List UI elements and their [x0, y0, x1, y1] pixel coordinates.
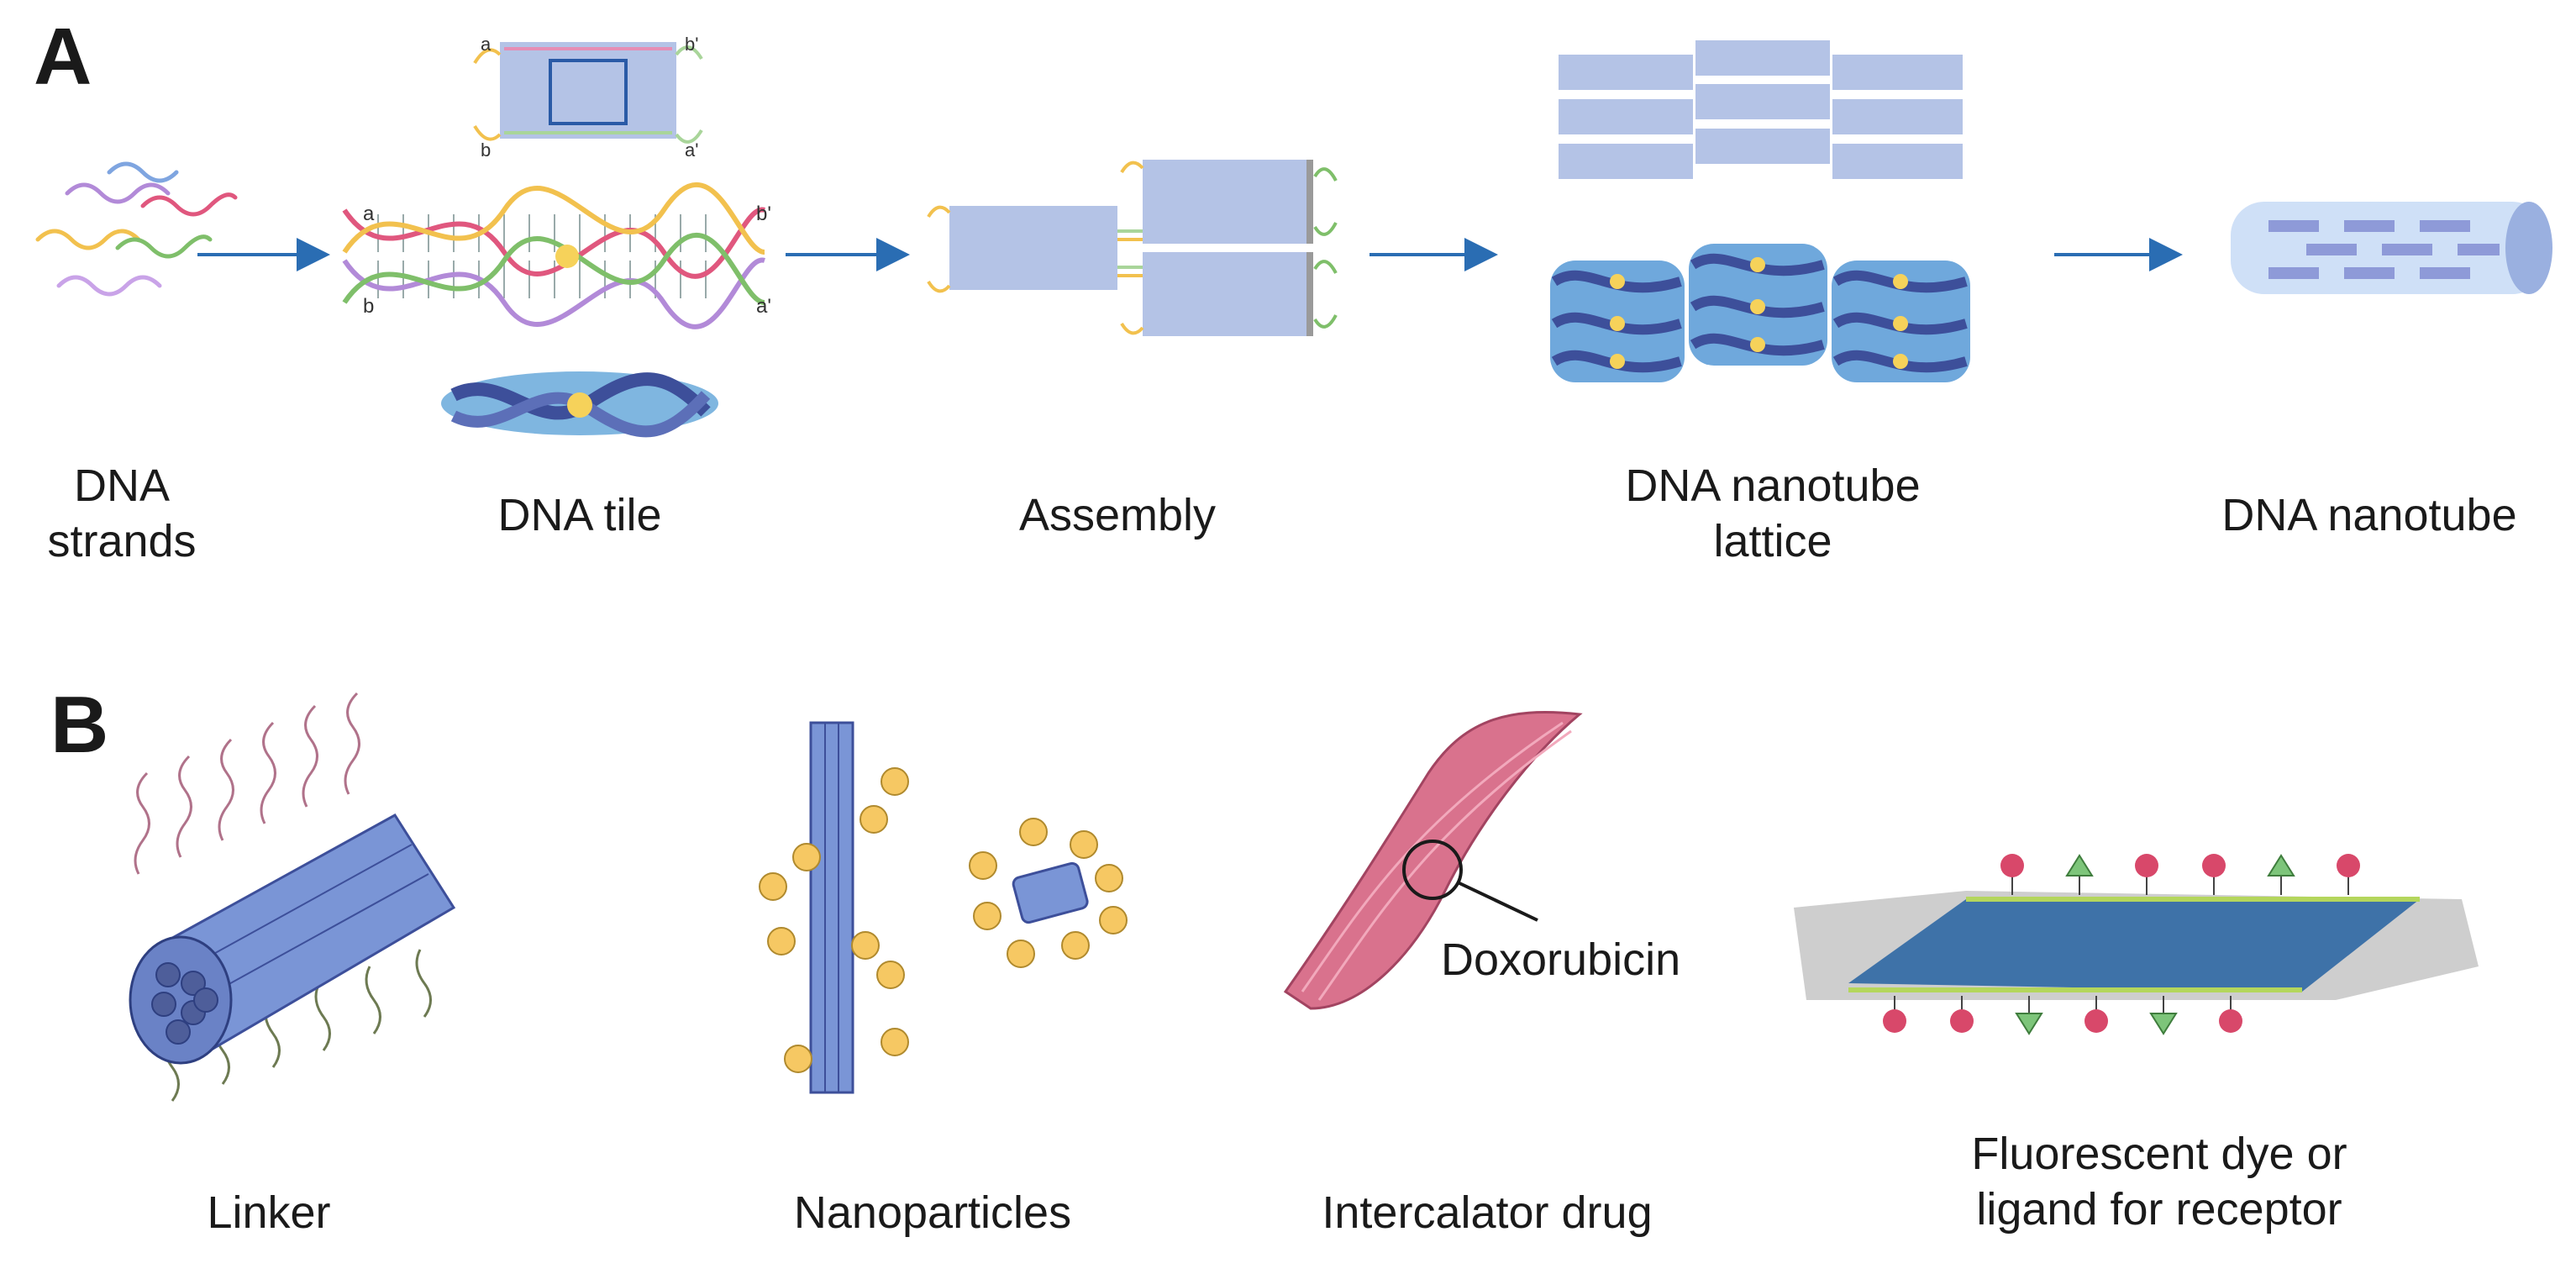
- nanoparticle-cluster: [969, 818, 1128, 968]
- item-label-linker: Linker: [143, 1185, 395, 1240]
- step-label-dna-nanotube: DNA nanotube: [2184, 487, 2554, 543]
- tile-schematic: a b' b a': [473, 34, 703, 161]
- helix-end-b-prime: b': [756, 203, 771, 225]
- strand-pink: [140, 192, 238, 217]
- tile-end-b: b: [481, 140, 491, 161]
- item-label-nanoparticles: Nanoparticles: [739, 1185, 1126, 1240]
- assembly-graphic: [927, 160, 1338, 336]
- drug-callout-circle: [1402, 840, 1463, 900]
- panel-b-letter: B: [50, 680, 109, 770]
- step-label-dna-strands: DNA strands: [17, 458, 227, 569]
- drug-callout-label: Doxorubicin: [1441, 934, 1680, 985]
- lattice-schematic: [1559, 40, 1963, 179]
- step-label-line: Assembly: [1018, 490, 1217, 540]
- item-label-line: ligand for receptor: [1976, 1184, 2342, 1235]
- strand-purple: [65, 182, 171, 204]
- step-label-line: DNA: [73, 461, 170, 511]
- helix-end-a-prime: a': [756, 295, 771, 318]
- step-label-line: lattice: [1713, 516, 1832, 566]
- helix-end-b: b: [363, 295, 374, 318]
- tile-end-a-prime: a': [685, 140, 698, 161]
- item-label-line: Nanoparticles: [793, 1187, 1072, 1238]
- tile-end-a: a: [481, 34, 492, 55]
- intercalator-drug-graphic: Doxorubicin: [1283, 711, 1680, 1010]
- dye-ligand-graphic: [1794, 854, 2479, 1035]
- step-label-dna-tile: DNA tile: [445, 487, 714, 543]
- strand-yellow: [35, 229, 141, 250]
- nanoparticles-graphic: [759, 721, 1128, 1094]
- dna-strands-graphic: [35, 161, 238, 297]
- tile-helix: a b' b a': [342, 182, 771, 329]
- step-label-line: DNA nanotube: [1625, 461, 1921, 511]
- strand-green: [115, 234, 213, 259]
- item-label-intercalator-drug: Intercalator drug: [1269, 1185, 1706, 1240]
- helix-end-a: a: [363, 203, 375, 225]
- drug-callout-line: [1457, 881, 1538, 922]
- item-label-fluorescent-dye: Fluorescent dye or ligand for receptor: [1924, 1126, 2395, 1237]
- step-label-dna-nanotube-lattice: DNA nanotube lattice: [1588, 458, 1958, 569]
- panel-a-letter: A: [34, 12, 92, 102]
- item-label-line: Fluorescent dye or: [1971, 1129, 2347, 1179]
- item-label-line: Intercalator drug: [1322, 1187, 1653, 1238]
- nanotube-graphic: [2231, 202, 2552, 294]
- linker-graphic: [129, 692, 456, 1102]
- step-label-assembly: Assembly: [975, 487, 1260, 543]
- tile-end-b-prime: b': [685, 34, 698, 55]
- strand-blue: [107, 161, 179, 183]
- step-label-line: strands: [47, 516, 197, 566]
- step-label-line: DNA nanotube: [2221, 490, 2517, 540]
- tile-molecular-model: [441, 371, 718, 438]
- strand-lilac: [56, 275, 162, 297]
- step-label-line: DNA tile: [497, 490, 662, 540]
- item-label-line: Linker: [207, 1187, 331, 1238]
- lattice-molecular-model: [1550, 244, 1970, 382]
